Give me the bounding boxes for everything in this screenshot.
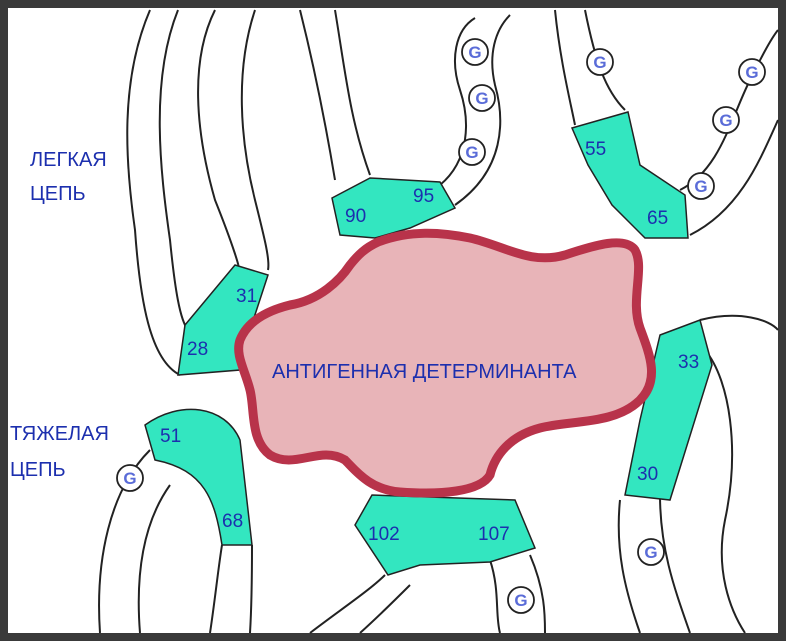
residue-33: 33 xyxy=(678,352,699,373)
glycan-label: G xyxy=(644,543,657,562)
glycan-label: G xyxy=(465,143,478,162)
residue-90: 90 xyxy=(345,206,366,227)
glycan-label: G xyxy=(475,89,488,108)
heavy-chain-label-line2: ЦЕПЬ xyxy=(10,459,66,481)
light-chain-label-line1: ЛЕГКАЯ xyxy=(30,149,107,171)
residue-107: 107 xyxy=(478,524,510,545)
glycan-g-4: G xyxy=(587,49,613,75)
residue-95: 95 xyxy=(413,186,434,207)
residue-30: 30 xyxy=(637,464,658,485)
glycan-label: G xyxy=(694,177,707,196)
glycan-label: G xyxy=(719,111,732,130)
glycan-label: G xyxy=(514,591,527,610)
glycan-g-1: G xyxy=(462,39,488,65)
residue-31: 31 xyxy=(236,286,257,307)
glycan-g-9: G xyxy=(508,587,534,613)
glycan-g-2: G xyxy=(469,85,495,111)
glycan-label: G xyxy=(593,53,606,72)
glycan-g-6: G xyxy=(713,107,739,133)
residue-55: 55 xyxy=(585,139,606,160)
residue-51: 51 xyxy=(160,426,181,447)
glycan-label: G xyxy=(745,63,758,82)
residue-28: 28 xyxy=(187,339,208,360)
glycan-g-8: G xyxy=(117,465,143,491)
residue-102: 102 xyxy=(368,524,400,545)
heavy-chain-label-line1: ТЯЖЕЛАЯ xyxy=(10,423,109,445)
glycan-label: G xyxy=(468,43,481,62)
residue-68: 68 xyxy=(222,511,243,532)
glycan-g-10: G xyxy=(638,539,664,565)
antigen-determinant-label: АНТИГЕННАЯ ДЕТЕРМИНАНТА xyxy=(272,361,577,383)
glycan-g-3: G xyxy=(459,139,485,165)
glycan-label: G xyxy=(123,469,136,488)
residue-65: 65 xyxy=(647,208,668,229)
light-chain-label-line2: ЦЕПЬ xyxy=(30,183,86,205)
glycan-g-5: G xyxy=(739,59,765,85)
glycan-g-7: G xyxy=(688,173,714,199)
